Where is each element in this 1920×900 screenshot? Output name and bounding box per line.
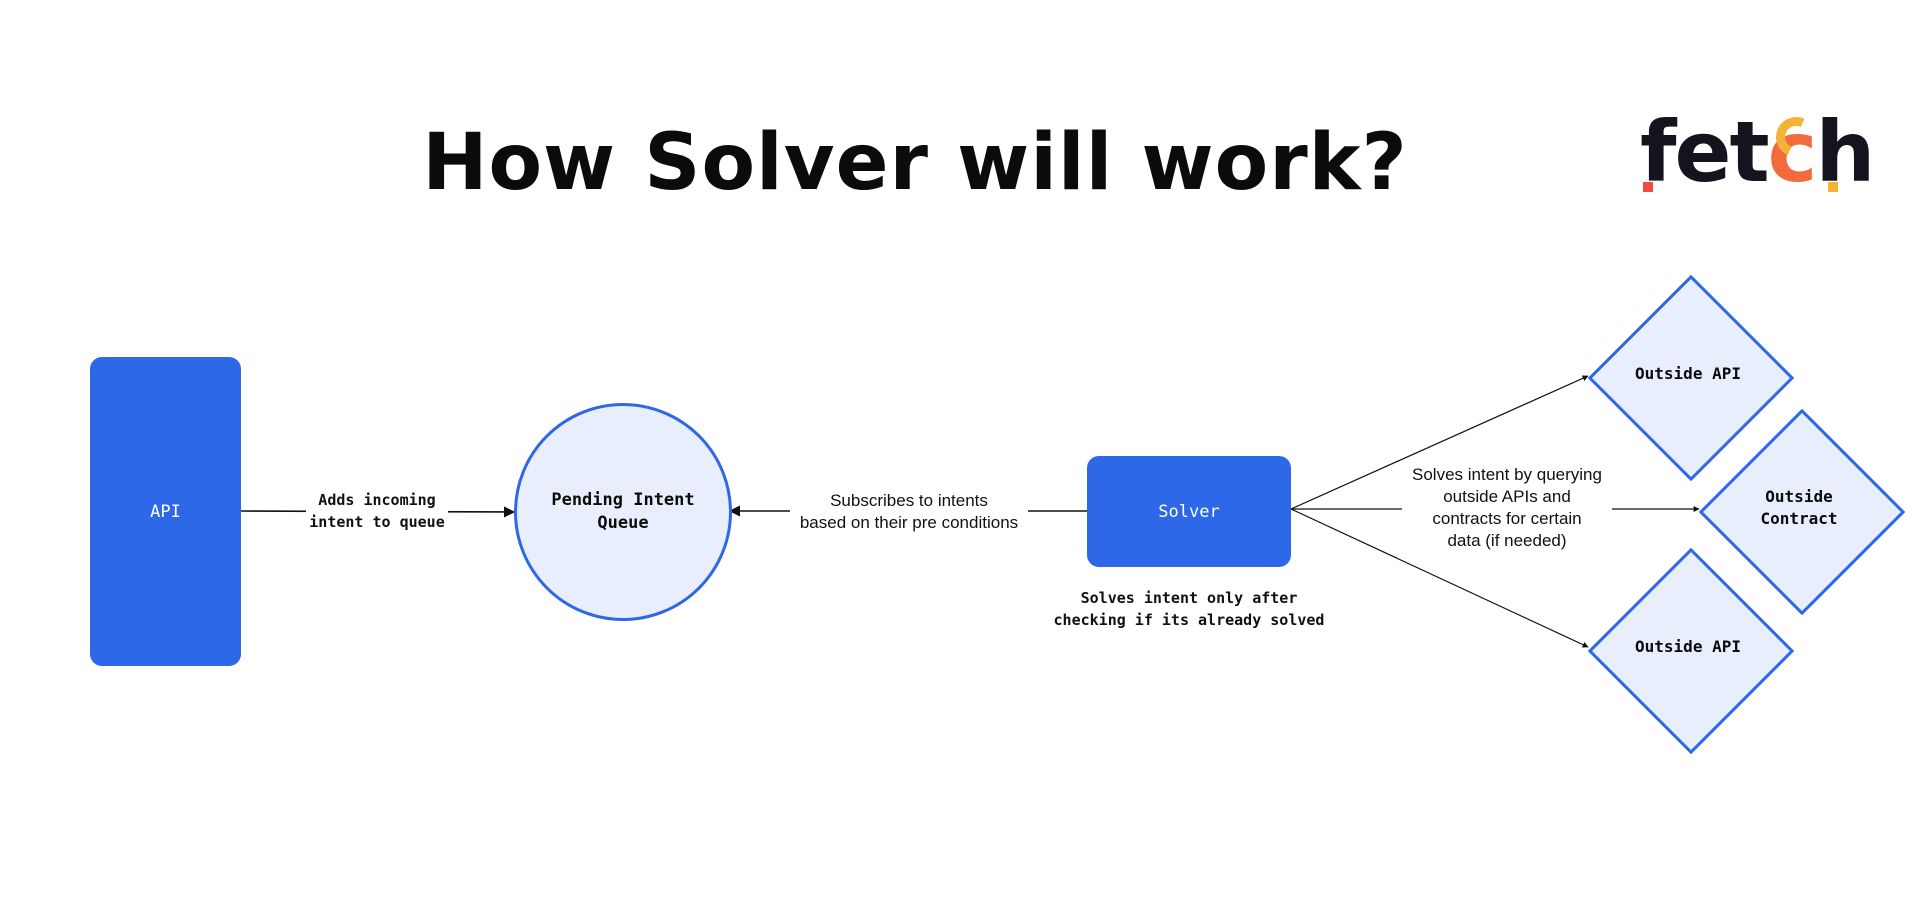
edge-label-subscribes-line1: Subscribes to intents xyxy=(830,491,988,510)
outside-api-top-label: Outside API xyxy=(1635,364,1741,383)
solver-node: Solver xyxy=(1087,456,1291,567)
edge-label-solves-by-querying: Solves intent by querying outside APIs a… xyxy=(1402,464,1612,552)
edge-label-solves-line2: outside APIs and xyxy=(1443,487,1571,506)
logo-dot-right xyxy=(1828,182,1838,192)
edge-label-adds-incoming-line1: Adds incoming xyxy=(318,491,436,509)
edge-label-solves-line4: data (if needed) xyxy=(1447,531,1567,550)
queue-label-line1: Pending Intent xyxy=(551,490,695,510)
edge-label-subscribes: Subscribes to intents based on their pre… xyxy=(790,490,1028,534)
logo-text-end: h xyxy=(1815,103,1875,201)
solver-node-label: Solver xyxy=(1158,501,1220,522)
outside-contract-label-line1: Outside xyxy=(1765,487,1833,506)
edge-label-solves-line3: contracts for certain xyxy=(1432,509,1582,528)
fetch-logo: fetch xyxy=(1640,102,1875,202)
logo-c-mark: c xyxy=(1767,103,1818,201)
logo-dot-left xyxy=(1643,182,1653,192)
edge-label-adds-incoming: Adds incoming intent to queue xyxy=(306,489,448,533)
edge-label-subscribes-line2: based on their pre conditions xyxy=(799,513,1019,532)
page-title: How Solver will work? xyxy=(422,118,1408,208)
solver-note: Solves intent only after checking if its… xyxy=(1039,587,1339,631)
edge-label-solves-line1: Solves intent by querying xyxy=(1412,465,1602,484)
api-node-label: API xyxy=(150,501,181,522)
edge-solver-to-outside-api-top xyxy=(1290,375,1589,510)
solver-note-line1: Solves intent only after xyxy=(1080,589,1298,607)
edge-solver-to-outside-api-bottom xyxy=(1290,508,1589,648)
outside-contract-label: Outside Contract xyxy=(1699,486,1899,530)
solver-note-line2: checking if its already solved xyxy=(1053,611,1325,629)
outside-contract-label-line2: Contract xyxy=(1760,509,1838,528)
outside-api-bottom-label: Outside API xyxy=(1635,637,1741,656)
logo-text-start: fet xyxy=(1640,103,1770,201)
edge-label-adds-incoming-line2: intent to queue xyxy=(309,513,445,531)
queue-label-line2: Queue xyxy=(597,513,649,533)
pending-intent-queue-node: Pending Intent Queue xyxy=(514,403,732,621)
api-node: API xyxy=(90,357,241,666)
